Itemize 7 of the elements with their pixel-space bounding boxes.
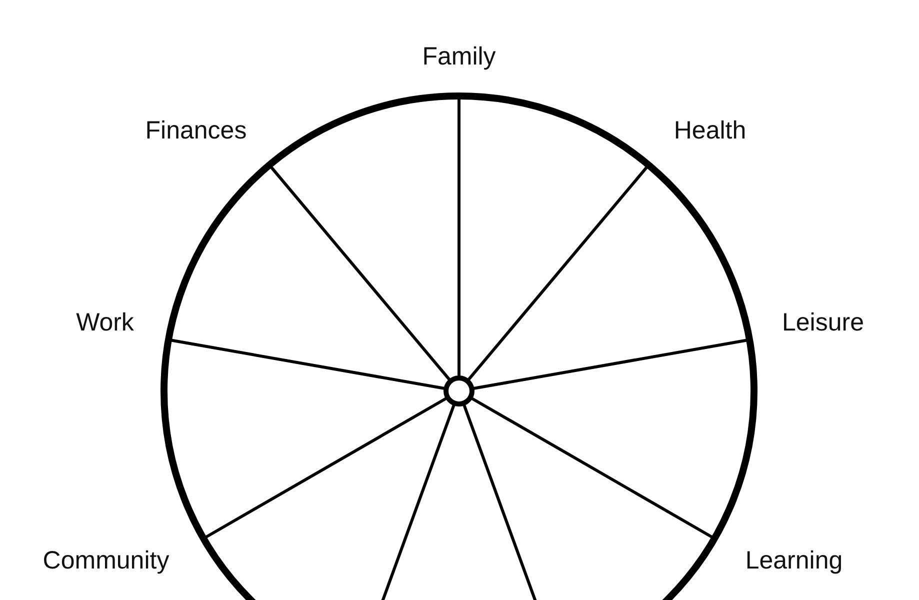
segment-label: Finances (145, 117, 247, 145)
segment-label: Community (42, 547, 170, 575)
segment-label: Family (422, 43, 496, 71)
segment-label: Work (76, 309, 134, 337)
segment-label: Learning (745, 547, 843, 575)
segment-label: Leisure (782, 309, 864, 337)
segment-label: Health (674, 117, 746, 145)
